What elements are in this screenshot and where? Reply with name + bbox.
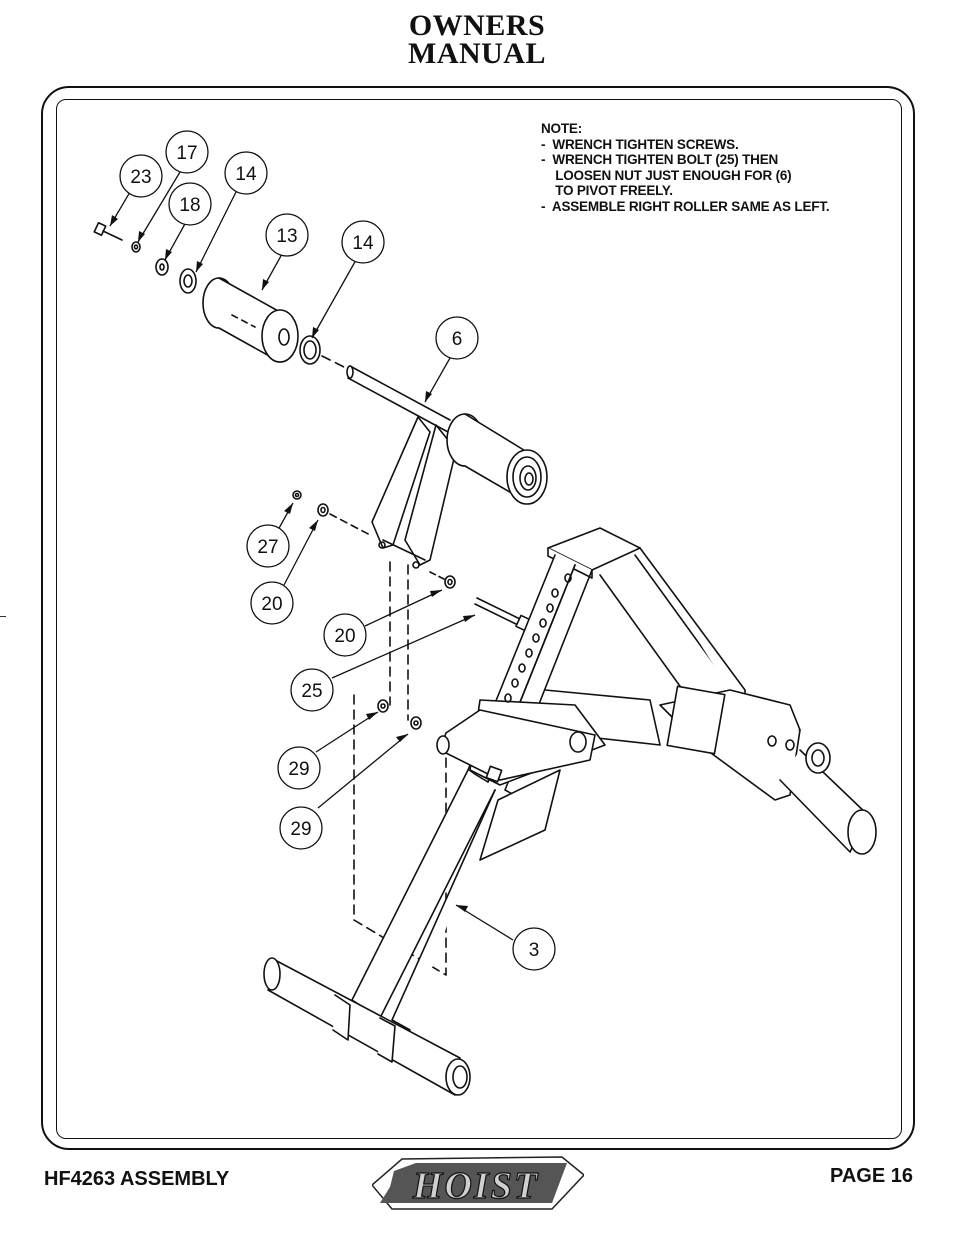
page-border-outer — [41, 86, 915, 1150]
manual-title-line1: OWNERS — [408, 9, 546, 42]
svg-text:17: 17 — [176, 143, 197, 164]
washer-20-upper — [317, 503, 329, 517]
spacer-14-right — [299, 335, 321, 365]
assembly-note: NOTE: - WRENCH TIGHTEN SCREWS. - WRENCH … — [541, 121, 830, 214]
bolt-23 — [93, 221, 123, 241]
svg-text:14: 14 — [352, 233, 374, 254]
callout-20-upper: 20 — [250, 581, 294, 625]
callout-17: 17 — [165, 130, 209, 174]
callout-29-right: 29 — [279, 806, 323, 850]
note-line: - WRENCH TIGHTEN BOLT (25) THEN — [541, 152, 779, 167]
svg-text:14: 14 — [235, 164, 257, 185]
svg-text:20: 20 — [334, 626, 355, 647]
svg-text:3: 3 — [529, 940, 540, 961]
note-line: - WRENCH TIGHTEN SCREWS. — [541, 136, 739, 152]
note-line: LOOSEN NUT JUST ENOUGH FOR (6) — [541, 167, 792, 183]
svg-text:20: 20 — [261, 594, 282, 615]
callout-25: 25 — [290, 668, 334, 712]
adjustment-holes — [504, 573, 795, 751]
washer-29-left — [377, 699, 389, 713]
callouts: 23 17 18 14 13 14 6 27 20 20 25 29 29 3 — [119, 130, 556, 971]
svg-text:23: 23 — [130, 167, 151, 188]
washer-20-lower — [444, 575, 456, 589]
svg-text:13: 13 — [276, 226, 297, 247]
callout-23: 23 — [119, 154, 163, 198]
note-line: - ASSEMBLE RIGHT ROLLER SAME AS LEFT. — [541, 198, 830, 214]
callout-20-lower: 20 — [323, 613, 367, 657]
margin-tick — [0, 616, 6, 617]
page-number: PAGE 16 — [830, 1165, 913, 1187]
svg-text:HOIST: HOIST — [412, 1165, 539, 1207]
callout-14-right: 14 — [341, 220, 385, 264]
svg-text:6: 6 — [452, 329, 463, 350]
arrow-heads — [110, 215, 475, 912]
right-leg-tube — [779, 742, 877, 855]
callout-3: 3 — [512, 927, 556, 971]
frame-3 — [351, 527, 801, 1031]
note-line: TO PIVOT FREELY. — [541, 183, 673, 198]
page-border-inner — [56, 99, 902, 1139]
callout-13: 13 — [265, 213, 309, 257]
washer-18 — [155, 258, 169, 276]
callout-29-left: 29 — [277, 746, 321, 790]
foot-tube — [263, 957, 471, 1096]
svg-text:18: 18 — [179, 195, 200, 216]
svg-text:29: 29 — [290, 819, 311, 840]
pivot-pin — [436, 709, 596, 783]
nut-27 — [292, 490, 302, 500]
roller-arm-6 — [346, 365, 548, 569]
callout-27: 27 — [246, 524, 290, 568]
svg-text:25: 25 — [301, 681, 322, 702]
roller-13 — [202, 277, 299, 363]
model-assembly-label: HF4263 ASSEMBLY — [44, 1168, 230, 1190]
manual-title-line2: MANUAL — [408, 37, 546, 70]
svg-text:29: 29 — [288, 759, 309, 780]
svg-text:27: 27 — [257, 537, 278, 558]
callout-6: 6 — [435, 316, 479, 360]
callout-18: 18 — [168, 182, 212, 226]
hoist-logo: HOIST — [372, 1156, 584, 1210]
washer-29-right — [410, 716, 422, 730]
leader-lines — [109, 171, 514, 941]
lock-washer-17 — [131, 241, 141, 253]
callout-14-left: 14 — [224, 151, 268, 195]
spacer-14-left — [179, 268, 197, 294]
note-heading: NOTE: — [541, 121, 582, 136]
bolt-25 — [474, 597, 531, 632]
